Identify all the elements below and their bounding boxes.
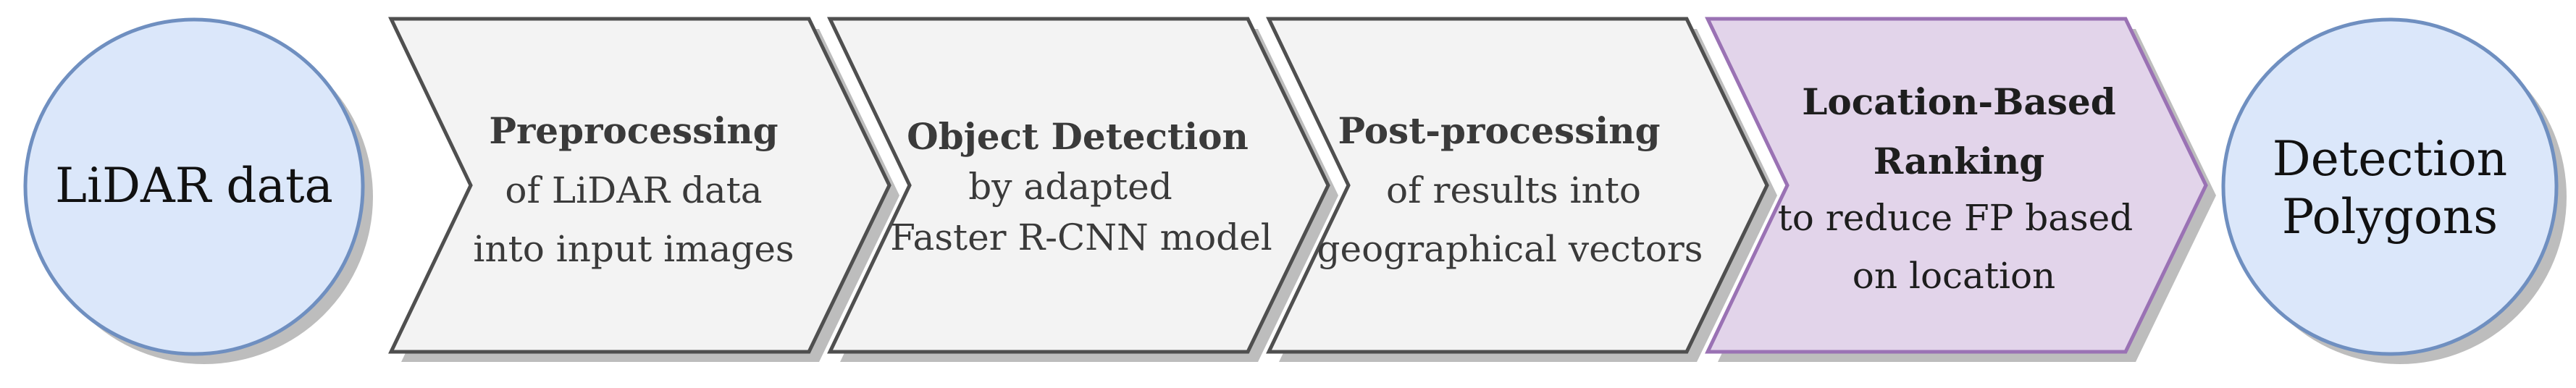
step-location-ranking-line-1: to reduce FP based [1778,197,2134,239]
step-post-processing-title: Post-processing [1338,109,1660,152]
step-object-detection-line-2: Faster R-CNN model [890,216,1272,258]
step-object-detection: Object Detection by adapted Faster R-CNN… [827,17,1338,362]
step-location-ranking-line-2: on location [1853,255,2056,297]
start-node-circle [23,17,365,356]
end-node-label-line-2: Polygons [2282,189,2498,245]
end-node-circle [2221,17,2559,356]
step-location-ranking-chevron [1705,17,2208,354]
step-post-processing: Post-processing of results into geograph… [1266,17,1777,362]
step-location-ranking-title-2: Ranking [1874,140,2044,182]
step-preprocessing-line-1: of LiDAR data [505,169,762,211]
step-post-processing-chevron [1266,17,1769,354]
end-node: Detection Polygons [2221,17,2567,364]
step-post-processing-line-2: geographical vectors [1317,228,1703,270]
step-preprocessing-chevron [388,17,891,354]
step-location-ranking-title-1: Location-Based [1802,80,2115,123]
step-object-detection-line-1: by adapted [968,166,1172,208]
step-post-processing-line-1: of results into [1386,169,1641,211]
start-node-label: LiDAR data [55,158,333,214]
start-node: LiDAR data [23,17,373,364]
step-object-detection-title: Object Detection [907,115,1249,158]
step-location-based-ranking: Location-Based Ranking to reduce FP base… [1705,17,2216,362]
step-preprocessing-title: Preprocessing [489,109,778,152]
step-object-detection-chevron [827,17,1330,354]
step-preprocessing-line-2: into input images [473,228,794,270]
step-preprocessing: Preprocessing of LiDAR data into input i… [388,17,899,362]
end-node-label-line-1: Detection [2273,131,2507,187]
